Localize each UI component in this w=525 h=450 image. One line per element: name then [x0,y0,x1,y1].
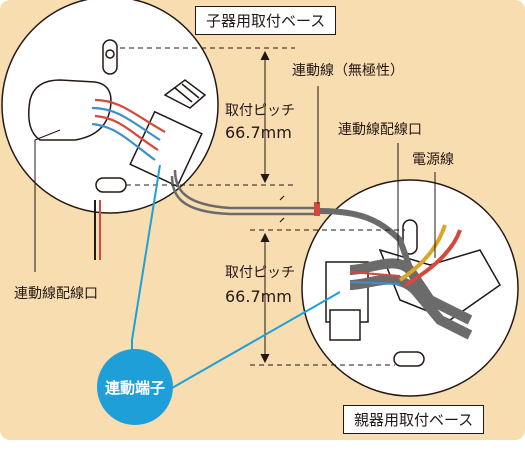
terminal-leaders [131,164,341,389]
interlink-port-right-label: 連動線配線口 [338,122,422,138]
interlink-terminal-label: 連動端子 [104,378,165,397]
pitch-top-label: 取付ピッチ [225,103,295,119]
interlink-terminal-bubble: 連動端子 [97,349,173,425]
child-base-label: 子器用取付ベース [195,6,337,35]
interlink-port-left-label: 連動線配線口 [14,286,98,302]
parent-base-label: 親器用取付ベース [343,405,485,434]
power-wire-label: 電源線 [412,152,454,168]
parent-wires [319,208,473,340]
leader-lines [34,86,436,272]
pitch-bottom-value: 66.7mm [225,287,292,306]
child-base [1,0,219,214]
dimension-lines [120,47,405,366]
pitch-bottom-label: 取付ピッチ [225,265,295,281]
pitch-top-value: 66.7mm [225,123,292,142]
child-wires [91,98,320,260]
interlink-wire-label: 連動線（無極性） [292,63,404,79]
